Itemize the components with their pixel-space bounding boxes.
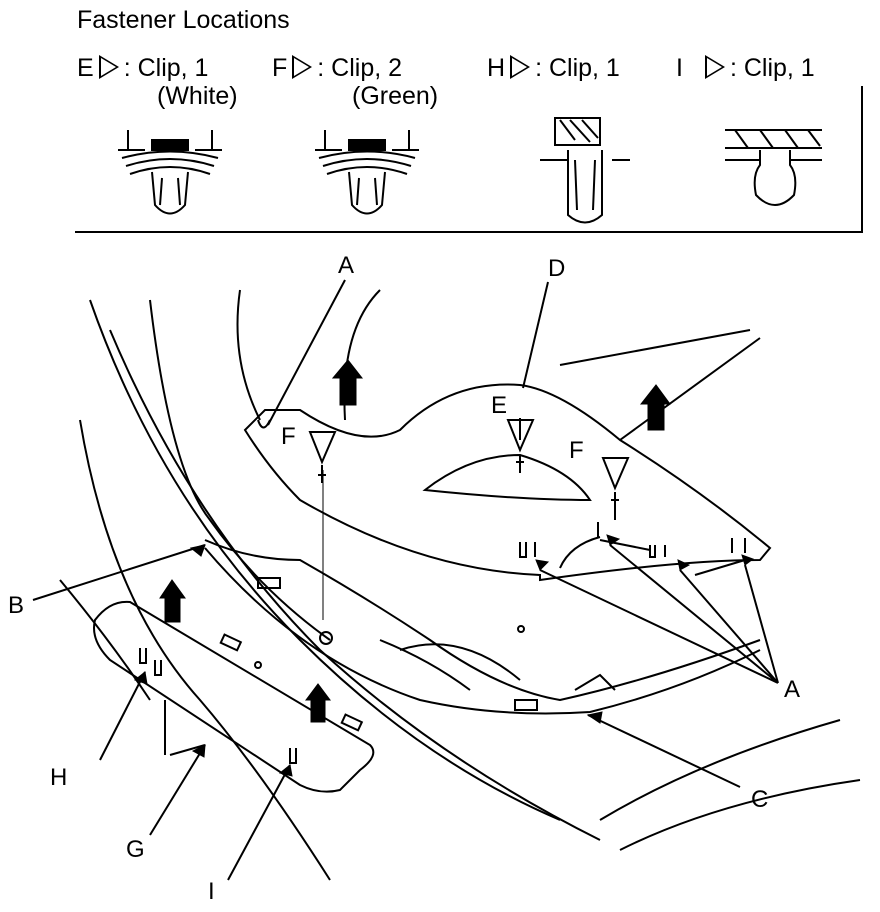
clip-e-detail-icon (118, 130, 222, 215)
label-f-left: F (281, 423, 296, 450)
label-h: H (50, 764, 68, 791)
page-title: Fastener Locations (77, 6, 290, 34)
up-arrow-icon (305, 683, 331, 723)
label-a-top: A (338, 252, 355, 279)
legend-text: : Clip, 1 (123, 54, 209, 82)
legend-note: (White) (157, 82, 238, 110)
label-i: I (208, 878, 215, 905)
up-arrow-icon (639, 384, 671, 431)
sill-trim-g (93, 600, 375, 793)
clip-symbol-icon (510, 55, 531, 79)
removal-arrows (133, 359, 755, 777)
clip-f-detail-icon (315, 130, 419, 215)
legend-item-f: F : Clip, 2 (Green) (272, 54, 438, 110)
label-b: B (8, 592, 25, 619)
legend-text: : Clip, 2 (317, 54, 403, 82)
legend-text: : Clip, 1 (729, 54, 815, 82)
legend-item-e: E : Clip, 1 (White) (77, 54, 238, 110)
up-arrow-icon (159, 579, 186, 623)
legend-letter: F (272, 54, 288, 82)
label-d: D (548, 255, 566, 282)
label-f-right: F (569, 437, 584, 464)
label-c: C (751, 786, 769, 813)
clip-symbol-icon (98, 55, 119, 79)
up-arrow-icon (331, 359, 364, 406)
legend-letter: E (77, 54, 94, 82)
legend-item-i: I : Clip, 1 (676, 54, 815, 82)
label-a-right: A (784, 676, 801, 703)
trunk-trim-illustration (32, 279, 861, 881)
fastener-legend: E : Clip, 1 (White) F : Clip, 2 (Green) H:… (0, 54, 880, 114)
label-e: E (491, 392, 508, 419)
legend-letter: H (487, 54, 506, 82)
clip-h-detail-icon (540, 117, 630, 224)
legend-note: (Green) (352, 82, 439, 110)
legend-letter: I (676, 54, 683, 82)
clip-i-detail-icon (725, 129, 822, 206)
panel-d (243, 383, 772, 582)
legend-item-h: H : Clip, 1 (487, 54, 620, 82)
legend-text: : Clip, 1 (535, 54, 620, 82)
label-g: G (126, 836, 145, 863)
clip-symbol-icon (292, 55, 313, 79)
clip-symbol-icon (704, 55, 725, 79)
legend-frame (75, 86, 863, 233)
